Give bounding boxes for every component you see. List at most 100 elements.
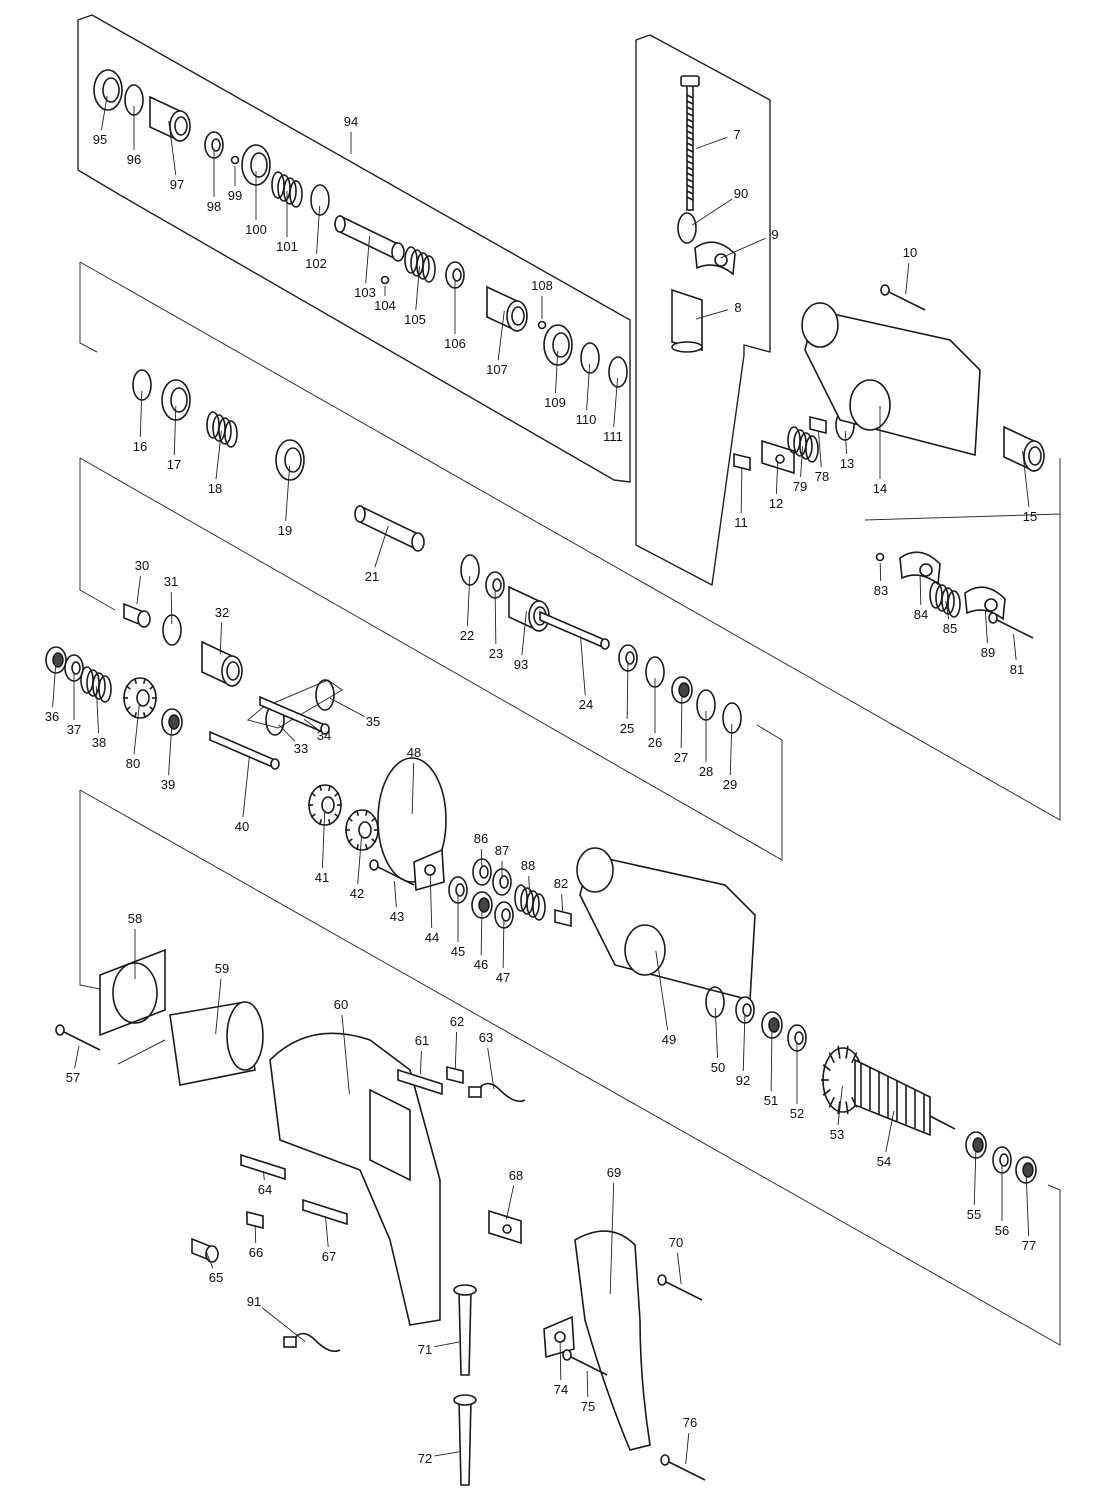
part-number-84: 84 <box>914 607 928 622</box>
leader-31 <box>170 591 173 625</box>
part-43-screw <box>369 859 415 886</box>
part-89-clamp <box>964 586 1006 621</box>
part-number-15: 15 <box>1023 509 1037 524</box>
part-34-pin <box>259 695 330 735</box>
part-number-102: 102 <box>305 256 327 271</box>
part-41-gear <box>308 784 342 826</box>
part-number-54: 54 <box>877 1154 891 1169</box>
part-number-72: 72 <box>418 1451 432 1466</box>
part-number-42: 42 <box>350 886 364 901</box>
part-109-ring <box>543 324 573 366</box>
part-number-64: 64 <box>258 1182 272 1197</box>
guide-line-d <box>246 679 343 729</box>
part-49-housing <box>576 847 756 1002</box>
part-number-104: 104 <box>374 298 396 313</box>
part-number-97: 97 <box>170 177 184 192</box>
part-number-67: 67 <box>322 1249 336 1264</box>
frame-handle-group <box>635 34 771 586</box>
leader-61 <box>419 1050 422 1075</box>
leader-102 <box>316 205 321 255</box>
leader-35 <box>329 697 365 717</box>
leader-51 <box>770 1030 773 1092</box>
part-102-oring <box>310 184 330 216</box>
part-number-57: 57 <box>66 1070 80 1085</box>
leader-72 <box>434 1451 460 1457</box>
part-72-rod <box>453 1394 477 1486</box>
part-number-62: 62 <box>450 1014 464 1029</box>
part-25-washer <box>618 644 638 672</box>
part-number-43: 43 <box>390 909 404 924</box>
part-number-27: 27 <box>674 750 688 765</box>
leader-82 <box>561 893 564 913</box>
part-17-ring <box>161 379 191 421</box>
part-30-plug <box>123 602 151 628</box>
part-number-23: 23 <box>489 646 503 661</box>
part-number-45: 45 <box>451 944 465 959</box>
leader-57 <box>74 1045 80 1069</box>
part-36-bearing <box>45 646 67 674</box>
part-number-33: 33 <box>294 741 308 756</box>
part-74-plate <box>543 1315 575 1359</box>
part-78-clip <box>809 415 827 435</box>
part-number-17: 17 <box>167 457 181 472</box>
part-number-58: 58 <box>128 911 142 926</box>
part-number-28: 28 <box>699 764 713 779</box>
part-99-ball <box>230 155 240 165</box>
part-number-12: 12 <box>769 496 783 511</box>
leader-63 <box>487 1047 495 1090</box>
part-number-41: 41 <box>315 870 329 885</box>
part-44-plate <box>413 848 445 892</box>
part-number-75: 75 <box>581 1399 595 1414</box>
part-19-ring <box>275 439 305 481</box>
part-93-sleeve <box>508 585 550 633</box>
leader-80 <box>133 703 140 755</box>
leader-13 <box>844 430 847 455</box>
leader-43 <box>393 880 397 908</box>
part-47-washer <box>494 901 514 929</box>
part-58-baffle <box>99 948 166 1037</box>
leader-48 <box>411 762 415 815</box>
part-number-82: 82 <box>554 876 568 891</box>
part-number-56: 56 <box>995 1223 1009 1238</box>
part-63-wire <box>468 1082 526 1103</box>
part-number-44: 44 <box>425 930 439 945</box>
leader-77 <box>1025 1175 1030 1237</box>
part-39-bearing <box>161 708 183 736</box>
part-76-screw <box>660 1454 706 1481</box>
part-number-79: 79 <box>793 479 807 494</box>
part-50-oring <box>705 986 725 1018</box>
part-22-oring <box>460 554 480 586</box>
part-number-69: 69 <box>607 1165 621 1180</box>
part-number-38: 38 <box>92 735 106 750</box>
part-79-spring <box>787 426 819 463</box>
part-number-101: 101 <box>276 239 298 254</box>
leader-40 <box>242 755 250 818</box>
part-90-oring <box>677 212 697 244</box>
leader-16 <box>139 390 143 438</box>
part-number-55: 55 <box>967 1207 981 1222</box>
part-number-13: 13 <box>840 456 854 471</box>
part-number-107: 107 <box>486 362 508 377</box>
leader-76 <box>685 1432 690 1465</box>
leader-64 <box>262 1170 265 1181</box>
part-number-111: 111 <box>603 429 623 444</box>
part-number-31: 31 <box>164 574 178 589</box>
part-108-ball <box>537 320 547 330</box>
part-number-100: 100 <box>245 222 267 237</box>
part-66-clip <box>246 1210 264 1230</box>
part-98-washer <box>204 131 224 159</box>
leader-105 <box>415 265 420 311</box>
part-80-gear <box>123 677 157 719</box>
leader-62 <box>454 1031 458 1070</box>
part-number-94: 94 <box>344 114 358 129</box>
part-68-switch <box>488 1209 522 1245</box>
part-69-handlecover <box>574 1230 651 1451</box>
part-24-pin <box>539 610 610 650</box>
leader-110 <box>586 363 591 411</box>
part-number-8: 8 <box>734 300 741 315</box>
part-number-7: 7 <box>733 127 740 142</box>
part-9-clamp <box>694 241 736 276</box>
part-number-66: 66 <box>249 1245 263 1260</box>
part-number-63: 63 <box>479 1030 493 1045</box>
part-number-30: 30 <box>135 558 149 573</box>
